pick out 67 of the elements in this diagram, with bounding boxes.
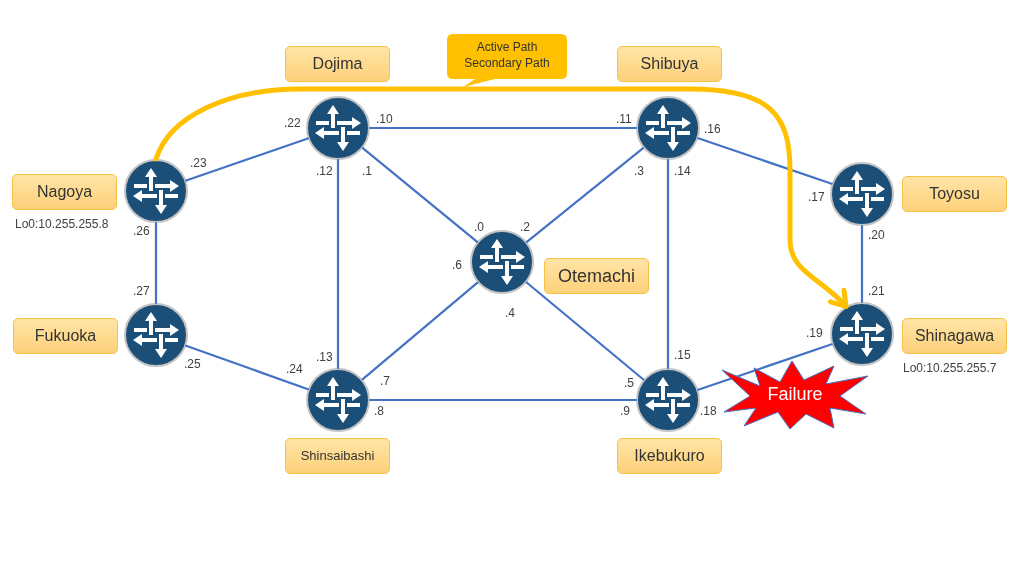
network-link bbox=[361, 281, 479, 381]
router-name-label: Toyosu bbox=[902, 176, 1007, 212]
router-icon bbox=[470, 230, 534, 294]
network-link bbox=[368, 398, 638, 402]
router-name-label: Dojima bbox=[285, 46, 390, 82]
interface-label: .8 bbox=[374, 404, 384, 418]
interface-label: .0 bbox=[474, 220, 484, 234]
interface-label: .24 bbox=[286, 362, 303, 376]
interface-label: .22 bbox=[284, 116, 301, 130]
router-name-label: Shinagawa bbox=[902, 318, 1007, 354]
failure-starburst bbox=[720, 360, 870, 430]
network-link bbox=[697, 343, 833, 391]
failure-text: Failure bbox=[767, 383, 823, 405]
network-link bbox=[697, 137, 833, 185]
interface-label: .14 bbox=[674, 164, 691, 178]
callout-bubble bbox=[447, 34, 567, 87]
interface-label: .25 bbox=[184, 357, 201, 371]
loopback-address: Lo0:10.255.255.7 bbox=[903, 361, 997, 375]
interface-label: .17 bbox=[808, 190, 825, 204]
router-icon bbox=[636, 96, 700, 160]
callout-text: Secondary Path bbox=[464, 55, 550, 71]
router-name-label: Shinsaibashi bbox=[285, 438, 390, 474]
router-icon bbox=[830, 162, 894, 226]
network-link bbox=[336, 158, 340, 370]
router-icon bbox=[306, 368, 370, 432]
router-icon bbox=[830, 302, 894, 366]
network-link bbox=[368, 126, 638, 130]
network-link bbox=[154, 221, 158, 305]
interface-label: .21 bbox=[868, 284, 885, 298]
loopback-address: Lo0:10.255.255.8 bbox=[15, 217, 109, 231]
router-name-label: Nagoya bbox=[12, 174, 117, 210]
interface-label: .2 bbox=[520, 220, 530, 234]
callout-text: Active Path bbox=[476, 39, 538, 55]
interface-label: .16 bbox=[704, 122, 721, 136]
interface-label: .27 bbox=[133, 284, 150, 298]
router-name-label: Ikebukuro bbox=[617, 438, 722, 474]
network-link bbox=[666, 158, 670, 370]
interface-label: .3 bbox=[634, 164, 644, 178]
router-icon bbox=[636, 368, 700, 432]
interface-label: .4 bbox=[505, 306, 515, 320]
interface-label: .5 bbox=[624, 376, 634, 390]
network-link bbox=[185, 344, 309, 391]
interface-label: .6 bbox=[452, 258, 462, 272]
network-link bbox=[525, 147, 645, 243]
router-name-label: Shibuya bbox=[617, 46, 722, 82]
interface-label: .10 bbox=[376, 112, 393, 126]
router-name-label: Otemachi bbox=[544, 258, 649, 294]
interface-label: .1 bbox=[362, 164, 372, 178]
network-link bbox=[525, 281, 645, 381]
interface-label: .23 bbox=[190, 156, 207, 170]
network-link bbox=[860, 224, 864, 304]
interface-label: .12 bbox=[316, 164, 333, 178]
interface-label: .15 bbox=[674, 348, 691, 362]
router-icon bbox=[124, 159, 188, 223]
interface-label: .9 bbox=[620, 404, 630, 418]
interface-label: .7 bbox=[380, 374, 390, 388]
interface-label: .13 bbox=[316, 350, 333, 364]
interface-label: .19 bbox=[806, 326, 823, 340]
interface-label: .20 bbox=[868, 228, 885, 242]
network-link bbox=[185, 137, 309, 182]
path-arrow bbox=[153, 86, 849, 309]
interface-label: .11 bbox=[616, 112, 632, 126]
interface-label: .18 bbox=[700, 404, 717, 418]
interface-label: .26 bbox=[133, 224, 150, 238]
network-link bbox=[361, 147, 479, 243]
router-icon bbox=[306, 96, 370, 160]
router-name-label: Fukuoka bbox=[13, 318, 118, 354]
